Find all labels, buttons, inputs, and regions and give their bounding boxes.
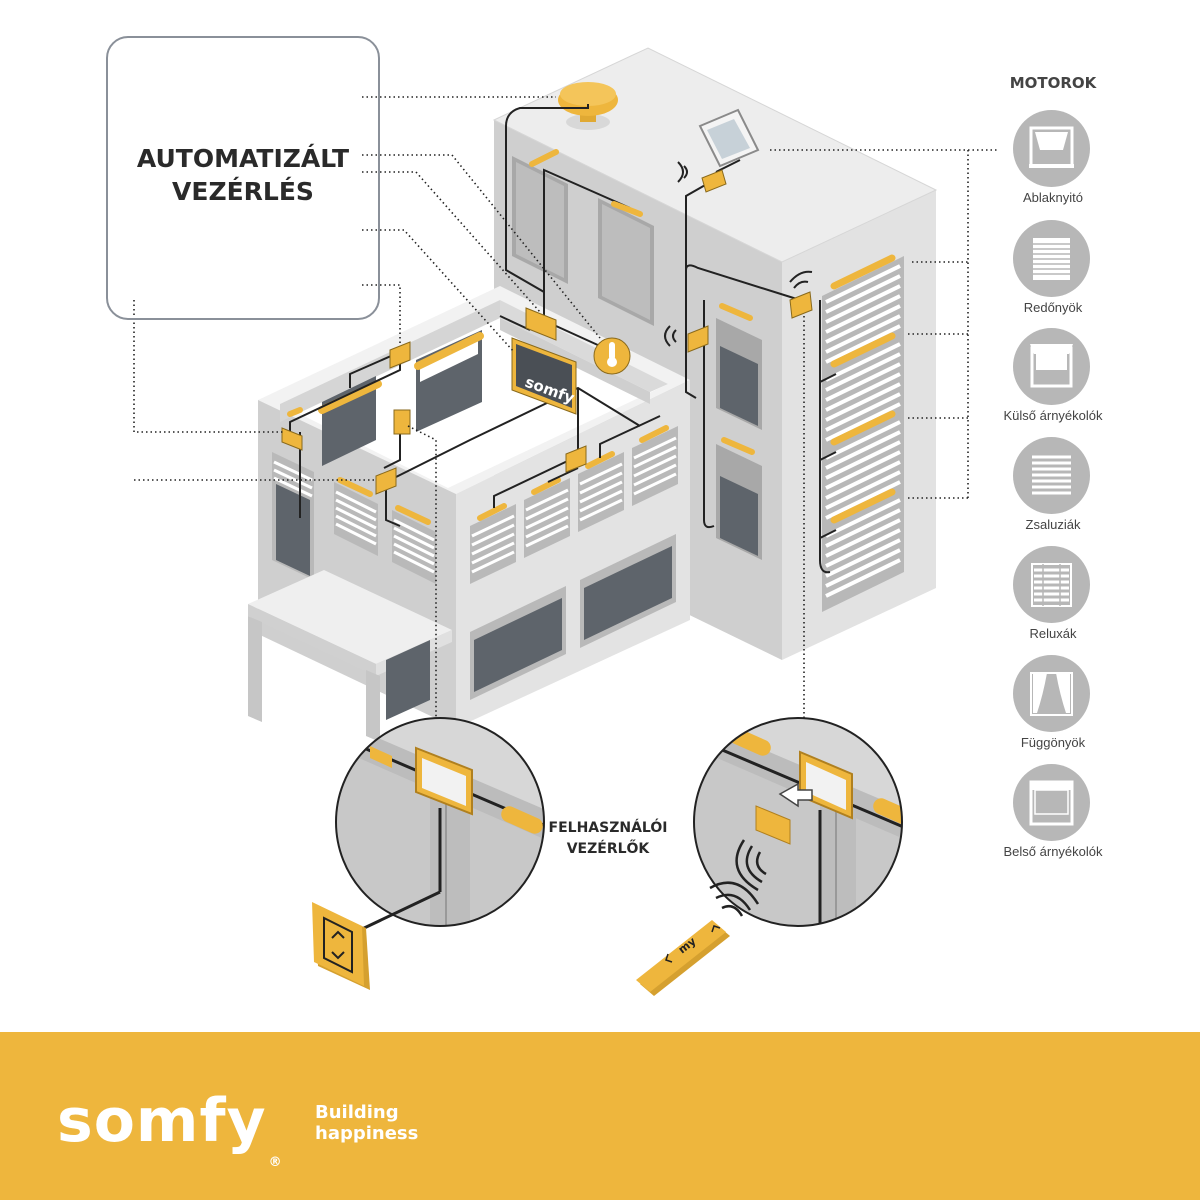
brand-logo: somfy® bbox=[57, 1086, 283, 1170]
user-controls-line1: FELHASZNÁLÓI bbox=[548, 820, 668, 836]
brand-name: somfy bbox=[57, 1086, 267, 1156]
motor-label: Zsaluziák bbox=[1025, 517, 1081, 532]
wireless-signal-icon bbox=[664, 161, 813, 347]
footer-banner bbox=[0, 1032, 1200, 1200]
zoom-lens-wired bbox=[335, 717, 545, 927]
window-opener-icon bbox=[1013, 110, 1090, 187]
tower-shutters bbox=[822, 254, 904, 612]
motor-label: Külső árnyékolók bbox=[1003, 408, 1103, 423]
canopy bbox=[248, 570, 452, 742]
remote-control-icon: my bbox=[636, 881, 760, 996]
roof-devices bbox=[558, 82, 760, 168]
exterior-blind-icon bbox=[1013, 328, 1090, 405]
roller-shutter-icon bbox=[1013, 220, 1090, 297]
curtain-icon bbox=[1013, 655, 1090, 732]
leader-lines bbox=[133, 96, 998, 722]
automation-title-line1: AUTOMATIZÁLT bbox=[136, 144, 350, 173]
venetian-blind-icon bbox=[1013, 437, 1090, 514]
automation-callout-title: AUTOMATIZÁLT VEZÉRLÉS bbox=[106, 142, 380, 208]
user-controls-label: FELHASZNÁLÓI VEZÉRLŐK bbox=[548, 818, 668, 860]
automation-title-line2: VEZÉRLÉS bbox=[172, 177, 314, 206]
interior-shade-icon bbox=[1013, 764, 1090, 841]
thermostat-icon bbox=[593, 337, 631, 375]
wall-switch-icon bbox=[312, 890, 441, 990]
motors-title: MOTOROK bbox=[1009, 74, 1097, 92]
registered-mark: ® bbox=[268, 1155, 283, 1170]
wiring bbox=[289, 104, 837, 574]
wall-tablet: somfy bbox=[511, 337, 577, 415]
tower-windows bbox=[512, 156, 762, 560]
zoom-lens-wireless bbox=[693, 717, 903, 927]
motor-label: Belső árnyékolók bbox=[1003, 844, 1103, 859]
interior-windows bbox=[318, 330, 484, 466]
brand-tagline: Building happiness bbox=[315, 1102, 418, 1144]
illustration-stage: somfy bbox=[133, 47, 998, 996]
motor-label: Ablaknyitó bbox=[1023, 190, 1083, 205]
control-modules bbox=[281, 149, 813, 495]
motor-label: Redőnyök bbox=[1023, 300, 1083, 315]
user-controls-line2: VEZÉRLŐK bbox=[566, 841, 650, 857]
interior-blind-icon bbox=[1013, 546, 1090, 623]
motor-label: Reluxák bbox=[1029, 626, 1077, 641]
tagline-line1: Building bbox=[315, 1102, 399, 1123]
tagline-line2: happiness bbox=[315, 1123, 419, 1144]
lower-left-windows bbox=[272, 452, 436, 584]
building-illustration: somfy bbox=[133, 47, 998, 996]
lower-right-windows bbox=[470, 425, 678, 700]
motor-label: Függönyök bbox=[1020, 735, 1086, 750]
automation-callout-box bbox=[106, 36, 380, 320]
